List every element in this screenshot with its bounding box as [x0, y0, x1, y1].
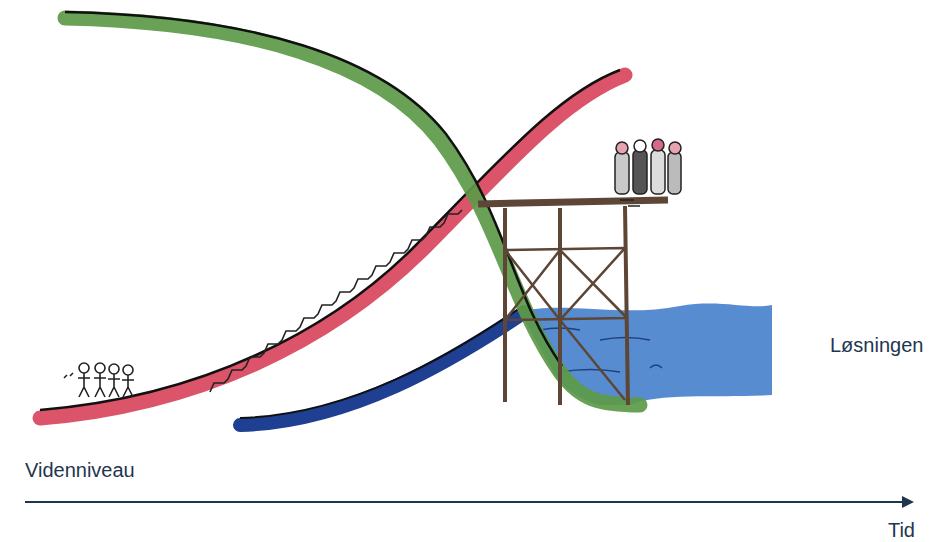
pier-deck: [478, 200, 668, 204]
person: [668, 152, 681, 194]
blue-curve: [240, 312, 525, 425]
axis-label: Tid: [888, 520, 915, 540]
time-axis: [25, 501, 912, 503]
person-head: [109, 364, 119, 374]
person: [122, 375, 134, 397]
person-head: [634, 140, 646, 152]
person: [78, 373, 90, 397]
person: [64, 373, 73, 378]
pier: [478, 200, 668, 405]
curve-outline: [40, 70, 620, 410]
person-head: [123, 365, 133, 375]
pier-brace: [505, 248, 627, 400]
person: [94, 373, 106, 397]
person: [651, 150, 665, 194]
person: [108, 374, 120, 397]
pier-mark: [620, 200, 640, 206]
person-head: [669, 142, 681, 154]
people-group: [64, 363, 134, 397]
people-group: [615, 139, 681, 206]
curve-outline: [240, 306, 523, 418]
person: [633, 150, 647, 194]
person-head: [79, 363, 89, 373]
red-curve: [40, 75, 625, 418]
person-head: [616, 142, 628, 154]
green-curve: [65, 18, 640, 405]
curve-outline: [65, 12, 562, 366]
solution-label: Løsningen: [830, 335, 923, 355]
stairs: [210, 210, 462, 392]
person-head: [652, 139, 664, 151]
person-head: [95, 363, 105, 373]
pier-leg: [505, 206, 628, 405]
axis-label: Videnniveau: [25, 460, 135, 480]
person: [615, 152, 629, 194]
